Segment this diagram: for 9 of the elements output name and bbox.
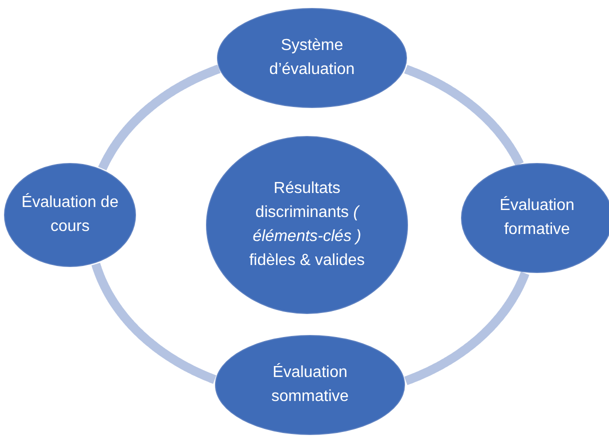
ring-connector: [402, 270, 530, 386]
ring-connector: [92, 260, 218, 384]
node-label: Évaluation de cours: [20, 192, 120, 237]
node-label: Système d’évaluation: [268, 36, 356, 80]
node-label: Résultats discriminants ( éléments-clés ) fidèles & valides: [248, 179, 366, 271]
ring-connector: [98, 64, 222, 172]
ring-connector: [402, 64, 524, 168]
node-label: Évaluation sommative: [270, 362, 350, 407]
node-label: Évaluation formative: [498, 195, 576, 240]
